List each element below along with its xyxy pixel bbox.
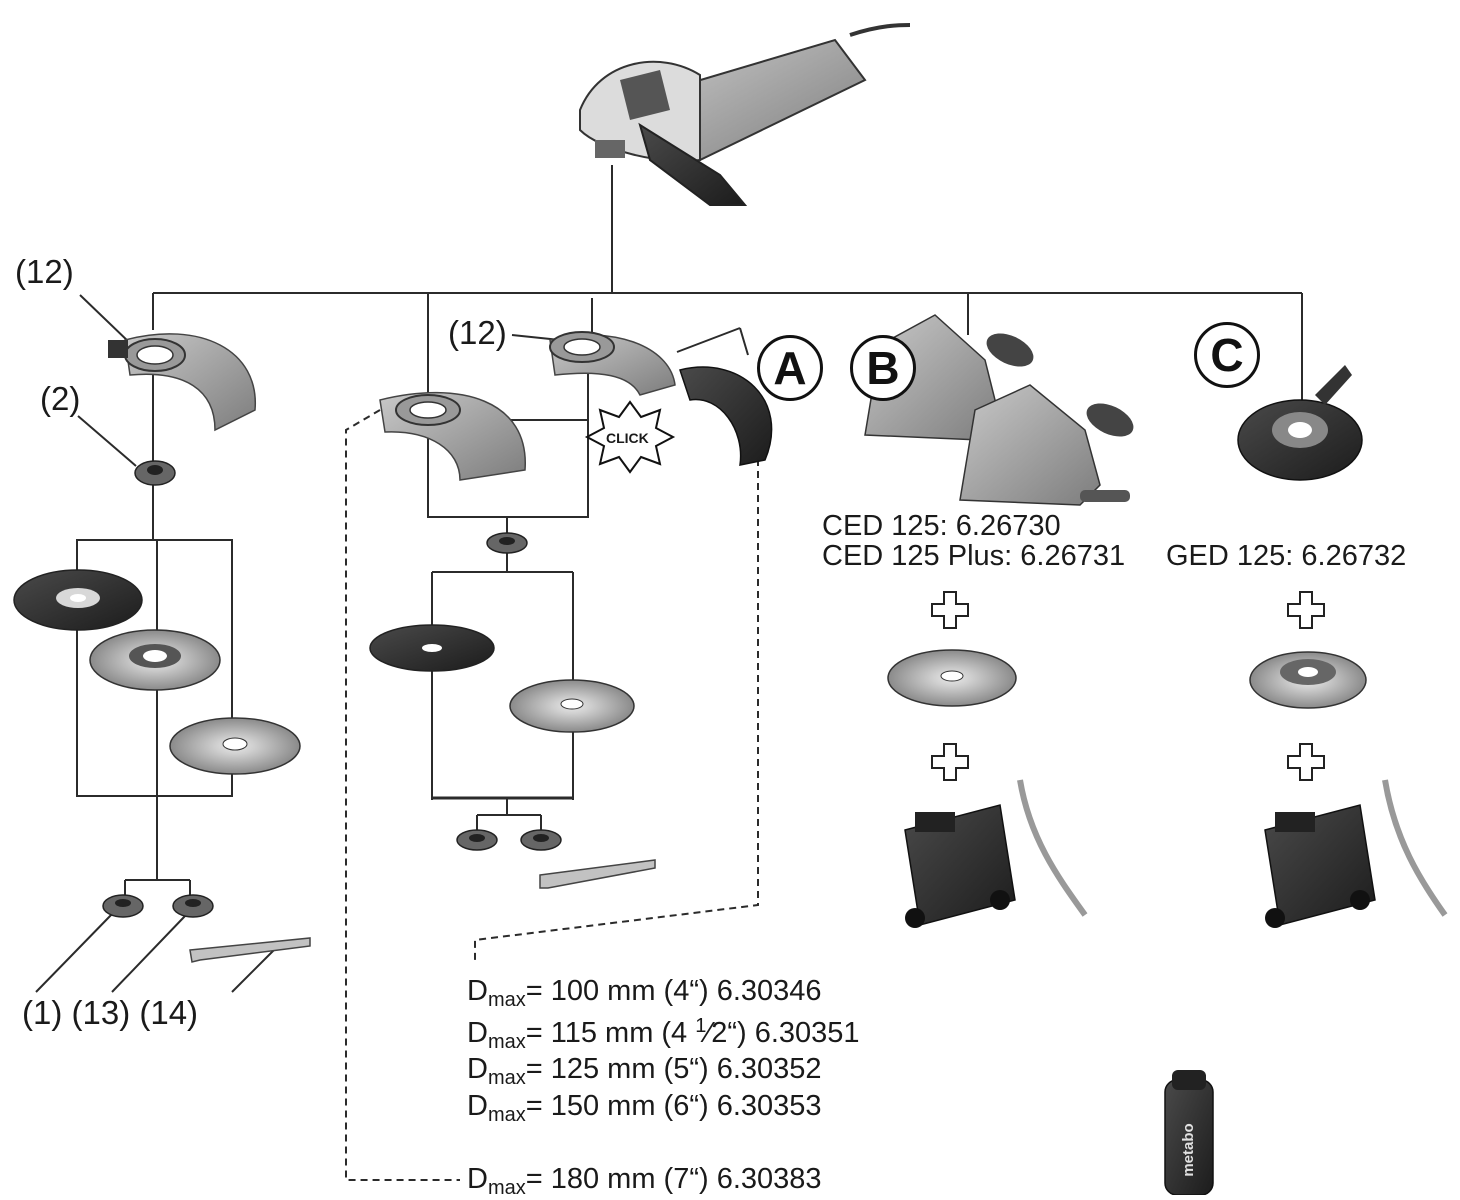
click-burst-icon: [584, 400, 676, 474]
dmax-value: = 180 mm (7“) 6.30383: [525, 1163, 822, 1195]
dmax-row: Dmax= 115 mm (4 1⁄2“) 6.30351: [467, 1015, 860, 1054]
dmax-fraction-numerator: 1: [695, 1015, 707, 1037]
guard-left-image: [108, 333, 256, 432]
dmax-subscript: max: [487, 1067, 526, 1089]
vacuum-b-image: [904, 779, 1088, 928]
dmax-symbol: D: [467, 1017, 488, 1049]
dmax-value: = 125 mm (5“) 6.30352: [525, 1053, 822, 1085]
label-guard-left: (12): [15, 253, 74, 290]
dmax-symbol: D: [467, 1053, 488, 1085]
dmax-value-tail: ⁄2“) 6.30351: [706, 1017, 860, 1049]
parts-left-image: [102, 894, 311, 963]
dmax-subscript: max: [487, 1031, 526, 1053]
dashed-lines: [345, 409, 759, 1181]
click-label: CLICK: [606, 430, 649, 446]
handle-brand-text: metabo: [1180, 1123, 1197, 1176]
model-ced125-plus: CED 125 Plus: 6.26731: [822, 540, 1126, 572]
circled-c: C: [1194, 322, 1260, 388]
label-bottom-parts: (1) (13) (14): [22, 994, 199, 1031]
guard-middle-a-image: [549, 331, 773, 466]
dmax-row: Dmax= 125 mm (5“) 6.30352: [467, 1053, 822, 1090]
dmax-row: Dmax= 100 mm (4“) 6.30346: [467, 975, 822, 1012]
angle-grinder-image: [579, 23, 911, 206]
model-ced125: CED 125: 6.26730: [822, 510, 1061, 542]
dmax-subscript: max: [487, 1104, 526, 1126]
dmax-symbol: D: [467, 1090, 488, 1122]
dmax-symbol: D: [467, 975, 488, 1007]
flange-middle-image: [486, 532, 528, 554]
label-flange: (2): [40, 380, 81, 417]
label-guard-middle: (12): [448, 314, 507, 351]
cup-wheel-c-image: [1249, 651, 1367, 709]
connector-lines: [35, 165, 1303, 993]
vacuum-c-image: [1264, 779, 1448, 928]
dmax-value: = 115 mm (4: [525, 1017, 696, 1049]
dmax-value: = 100 mm (4“) 6.30346: [525, 975, 822, 1007]
guard-middle-image: [379, 391, 526, 481]
disc-diamond-b-image: [887, 649, 1017, 707]
dmax-subscript: max: [487, 1177, 526, 1199]
flange-left-image: [134, 460, 176, 486]
dmax-row: Dmax= 180 mm (7“) 6.30383: [467, 1163, 822, 1200]
disc-diamond-middle-image: [509, 679, 635, 733]
circled-a: A: [757, 335, 823, 401]
circled-b: B: [850, 335, 916, 401]
dust-hood-c-image: [1237, 365, 1363, 481]
side-handle-image: metabo: [1164, 1070, 1214, 1195]
dmax-row: Dmax= 150 mm (6“) 6.30353: [467, 1090, 822, 1127]
dmax-value: = 150 mm (6“) 6.30353: [525, 1090, 822, 1122]
model-ged125: GED 125: 6.26732: [1166, 540, 1407, 572]
dmax-symbol: D: [467, 1163, 488, 1195]
plus-icons: [931, 591, 1325, 781]
disc-diamond-left-image: [169, 717, 301, 775]
disc-cutting-left-image: [13, 569, 143, 631]
parts-middle-image: [456, 829, 656, 889]
dmax-subscript: max: [487, 989, 526, 1011]
disc-cutting-middle-image: [369, 624, 495, 672]
disc-flap-left-image: [89, 629, 221, 691]
